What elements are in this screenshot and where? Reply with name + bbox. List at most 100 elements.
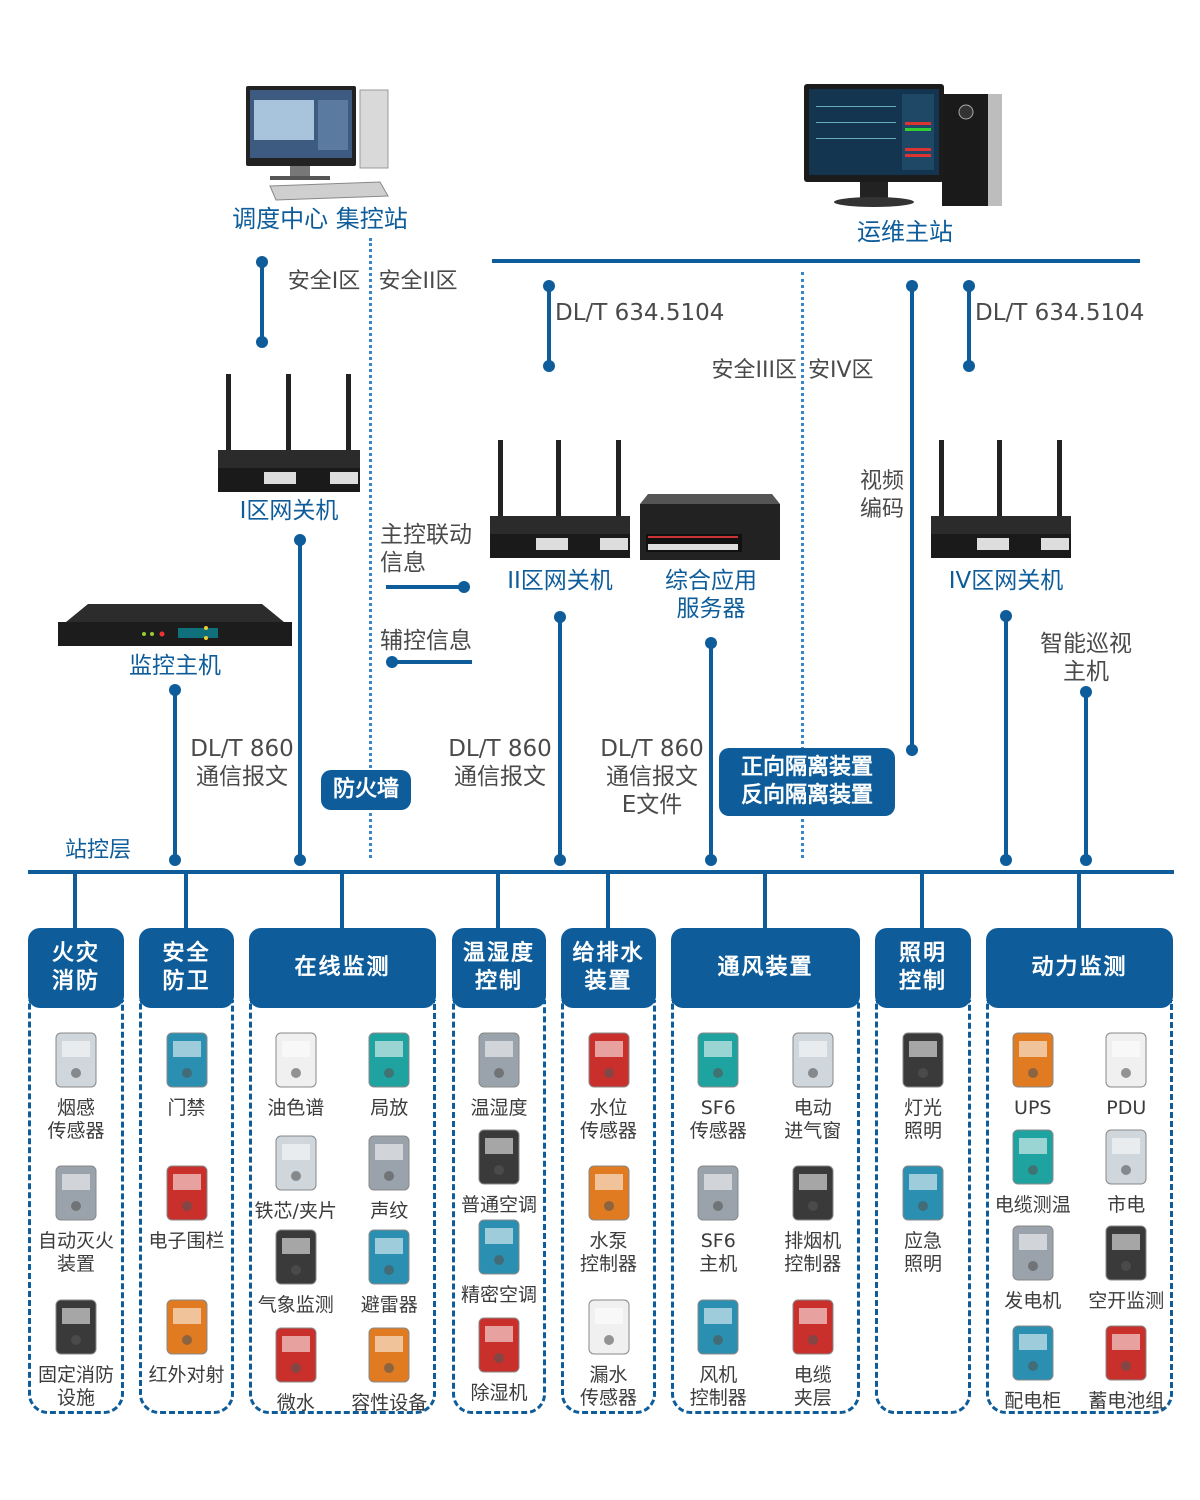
device-icon <box>261 1025 331 1095</box>
device-label: 配电柜 <box>1004 1390 1062 1412</box>
device-icon <box>354 1222 424 1292</box>
firewall-badge: 防火墙 <box>321 770 411 810</box>
bus-drop <box>496 872 500 928</box>
device-label: 排烟机控制器 <box>784 1230 842 1275</box>
device-icon <box>41 1025 111 1095</box>
gateway-4-label: IV区网关机 <box>948 568 1064 594</box>
device-icon <box>683 1158 753 1228</box>
msg2-line2: 通信报文 <box>454 764 546 790</box>
device-icon <box>261 1222 331 1292</box>
device-icon <box>41 1158 111 1228</box>
gateway-1-label: I区网关机 <box>239 498 339 524</box>
protocol-label-right: DL/T 634.5104 <box>975 300 1145 326</box>
device-label: 漏水传感器 <box>579 1364 637 1409</box>
category-title: 温湿度控制 <box>462 941 535 994</box>
category-title: 通风装置 <box>717 955 814 980</box>
device-label: 空开监测 <box>1088 1290 1165 1312</box>
device-icon <box>261 1128 331 1198</box>
category-header: 动力监测 <box>986 928 1173 1008</box>
om-bus-line <box>492 259 1140 263</box>
device-icon <box>1091 1025 1161 1095</box>
category-title: 照明控制 <box>898 941 947 994</box>
device-item: 温湿度 <box>449 1025 549 1120</box>
device-item: 蓄电池组 <box>1076 1318 1176 1413</box>
device-label: 电动进气窗 <box>784 1097 842 1142</box>
connector-dot <box>256 336 268 348</box>
protocol-link-left <box>547 284 551 364</box>
video-link-line <box>910 284 914 750</box>
device-item: 发电机 <box>983 1218 1083 1313</box>
device-item: 空开监测 <box>1076 1218 1176 1313</box>
device-item: 普通空调 <box>449 1122 549 1217</box>
device-icon <box>778 1292 848 1362</box>
bus-drop <box>763 872 767 928</box>
bus-drop <box>920 872 924 928</box>
dispatch-link-line <box>260 262 264 342</box>
aux-control-info-label: 辅控信息 <box>380 628 472 654</box>
device-icon <box>683 1025 753 1095</box>
gateway-4-link <box>1004 616 1008 860</box>
device-item: 自动灭火装置 <box>26 1158 126 1276</box>
device-item: 水位传感器 <box>559 1025 659 1143</box>
zone-divider-3-4 <box>801 272 804 858</box>
device-item: 风机控制器 <box>668 1292 768 1410</box>
device-item: 漏水传感器 <box>559 1292 659 1410</box>
device-icon <box>998 1318 1068 1388</box>
category-header: 在线监测 <box>249 928 436 1008</box>
device-item: 声纹 <box>339 1128 439 1223</box>
device-item: 电缆测温 <box>983 1122 1083 1217</box>
connector-dot <box>543 360 555 372</box>
connector-dot <box>1080 854 1092 866</box>
gateway-2-link <box>558 617 562 860</box>
device-label: 烟感传感器 <box>47 1097 105 1142</box>
protocol-label-left: DL/T 634.5104 <box>555 300 725 326</box>
device-item: 精密空调 <box>449 1212 549 1307</box>
device-item: 局放 <box>339 1025 439 1120</box>
device-icon <box>683 1292 753 1362</box>
device-item: 排烟机控制器 <box>763 1158 863 1276</box>
connector-dot <box>169 854 181 866</box>
device-icon <box>464 1025 534 1095</box>
connector-dot <box>963 360 975 372</box>
device-item: 市电 <box>1076 1122 1176 1217</box>
device-label: UPS <box>1014 1097 1052 1119</box>
msg2-line1: DL/T 860 <box>448 736 552 762</box>
reverse-isolation-label: 反向隔离装置 <box>740 783 873 808</box>
device-icon <box>888 1158 958 1228</box>
app-server-icon <box>640 494 780 560</box>
device-label: 局放 <box>370 1097 409 1119</box>
connector-dot <box>294 854 306 866</box>
device-item: 电子围栏 <box>137 1158 237 1253</box>
device-label: 应急照明 <box>903 1230 942 1275</box>
device-label: 自动灭火装置 <box>37 1230 114 1275</box>
device-label: 灯光照明 <box>903 1097 942 1142</box>
device-label: PDU <box>1106 1097 1147 1119</box>
main-control-info-label: 主控联动 信息 <box>380 521 480 577</box>
device-label: 风机控制器 <box>689 1364 747 1409</box>
isolation-device-badge: 正向隔离装置 反向隔离装置 <box>719 748 895 816</box>
device-icon <box>464 1310 534 1380</box>
om-station-label: 运维主站 <box>857 218 953 246</box>
station-layer-label: 站控层 <box>64 838 131 863</box>
category-header: 照明控制 <box>875 928 971 1008</box>
device-icon <box>1091 1122 1161 1192</box>
device-label: 门禁 <box>167 1097 206 1119</box>
connector-dot <box>1000 854 1012 866</box>
video-label-line1: 视频 <box>859 469 904 494</box>
connector-dot <box>554 854 566 866</box>
category-header: 给排水装置 <box>561 928 656 1008</box>
zone-2-label: 安全II区 <box>378 269 458 294</box>
bus-drop <box>1077 872 1081 928</box>
device-label: 声纹 <box>370 1200 409 1222</box>
gateway-2-icon <box>490 440 630 560</box>
device-item: PDU <box>1076 1025 1176 1120</box>
category-title: 安全防卫 <box>162 941 211 994</box>
msg-label-3: DL/T 860 通信报文 E文件 <box>594 735 710 819</box>
device-item: 气象监测 <box>246 1222 346 1317</box>
category-title: 动力监测 <box>1031 955 1128 980</box>
device-icon <box>778 1025 848 1095</box>
device-item: 固定消防设施 <box>26 1292 126 1410</box>
station-bus-line <box>28 870 1174 874</box>
